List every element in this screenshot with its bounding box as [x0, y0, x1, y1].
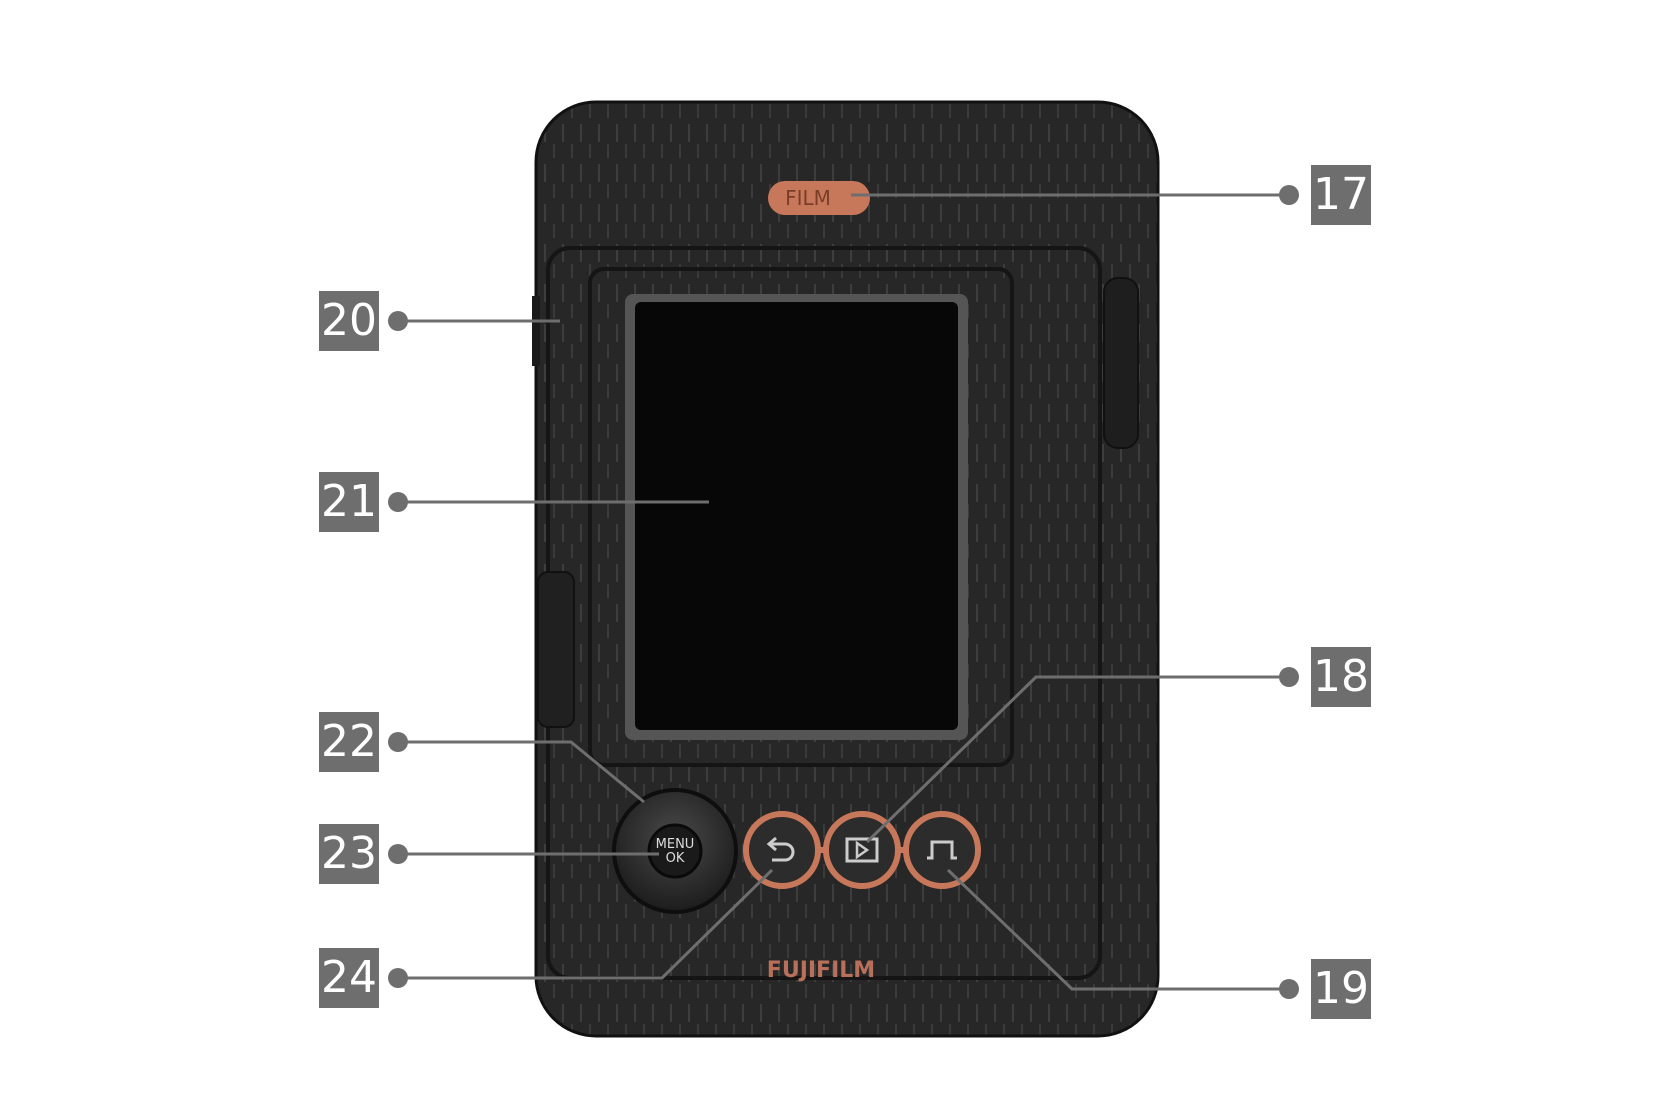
menu-ok-button — [647, 823, 703, 879]
film-door-latch — [768, 181, 870, 215]
leader-lines — [398, 193, 1289, 991]
print-button — [903, 811, 981, 889]
lcd-monitor — [635, 302, 958, 730]
film-latch-text: FILM — [785, 186, 831, 210]
callout-22: 22 — [319, 712, 379, 772]
callout-24: 24 — [319, 948, 379, 1008]
side-grip — [1103, 277, 1139, 449]
callout-18: 18 — [1311, 647, 1371, 707]
callout-17: 17 — [1311, 165, 1371, 225]
side-door — [537, 571, 575, 728]
callout-21: 21 — [319, 472, 379, 532]
back-icon — [766, 836, 795, 862]
camera-body: FILM MENU OK FUJIFILM — [532, 100, 1160, 1038]
callout-20: 20 — [319, 291, 379, 351]
playback-button — [823, 811, 901, 889]
callout-19: 19 — [1311, 959, 1371, 1019]
side-button — [532, 296, 540, 366]
callout-23: 23 — [319, 824, 379, 884]
back-button — [743, 811, 821, 889]
brand-logo: FUJIFILM — [767, 958, 875, 983]
print-icon — [927, 840, 957, 860]
ok-label: OK — [666, 851, 685, 866]
menu-label: MENU — [656, 837, 695, 852]
playback-icon — [845, 837, 879, 863]
leader-dots — [388, 185, 1299, 999]
